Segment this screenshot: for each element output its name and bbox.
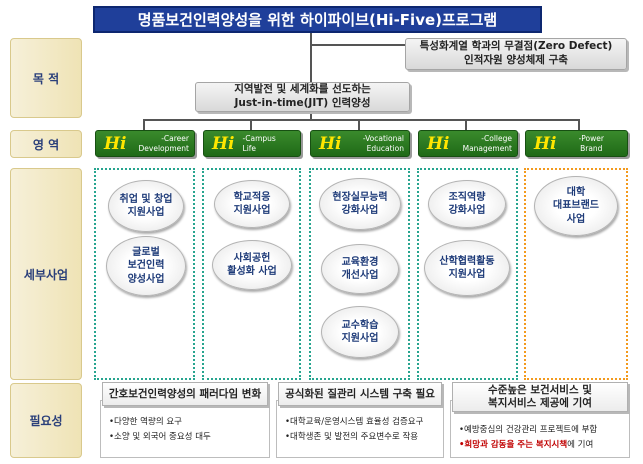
need-item-highlight: •희망과 감동을 주는 복지시책: [459, 439, 568, 450]
connector: [310, 110, 312, 120]
area-line2: Management: [462, 143, 512, 153]
project-teaching-learning: 교수학습 지원사업: [321, 306, 399, 358]
project-university-brand: 대학 대표브랜드 사업: [534, 176, 618, 236]
goal-jit: 지역발전 및 세계화를 선도하는 Just-in-time(JIT) 인력양성: [195, 82, 410, 112]
row-label-need: 필요성: [10, 383, 82, 458]
need-paradigm-head: 간호보건인력양성의 패러다임 변화: [102, 382, 268, 406]
need-service-head-line2: 복지서비스 제공에 기여: [488, 397, 592, 409]
need-item-rest: 에 기여: [567, 439, 594, 450]
need-service-head: 수준높은 보건서비스 및 복지서비스 제공에 기여: [452, 382, 628, 412]
column-vocational: [309, 168, 410, 380]
connector: [143, 119, 579, 121]
goal-zero-defect-line2: 인적자원 양성체제 구축: [464, 54, 568, 66]
project-industry-cooperation: 산학협력활동 지원사업: [424, 240, 510, 296]
need-item: •소양 및 외국어 중요성 대두: [109, 431, 211, 442]
need-quality-head: 공식화된 질관리 시스템 구축 필요: [278, 382, 442, 406]
need-item: •희망과 감동을 주는 복지시책에 기여: [459, 438, 623, 453]
goal-jit-line2: Just-in-time(JIT) 인력양성: [234, 97, 371, 109]
project-organization: 조직역량 강화사업: [428, 180, 506, 228]
project-social-contribution: 사회공헌 활성화 사업: [212, 240, 292, 290]
need-service-head-line1: 수준높은 보건서비스 및: [488, 384, 592, 397]
connector: [310, 33, 312, 45]
connector: [143, 119, 145, 130]
goal-zero-defect-line1: 특성화계열 학과의 무결점(Zero Defect): [419, 40, 613, 53]
column-campus: [202, 168, 301, 380]
hi-logo: Hi: [104, 133, 127, 154]
row-label-detail: 세부사업: [10, 168, 82, 380]
hi-logo: Hi: [319, 133, 342, 154]
connector: [310, 44, 312, 82]
goal-zero-defect: 특성화계열 학과의 무결점(Zero Defect) 인적자원 양성체제 구축: [405, 38, 627, 70]
area-line1: -Power: [578, 134, 604, 144]
page-title: 명품보건인력양성을 위한 하이파이브(Hi-Five)프로그램: [93, 6, 542, 33]
connector: [465, 119, 467, 130]
project-school-adjustment: 학교적응 지원사업: [214, 180, 290, 228]
area-line2: Education: [366, 143, 404, 153]
goal-jit-line1: 지역발전 및 세계화를 선도하는: [234, 83, 371, 96]
hi-logo: Hi: [212, 133, 235, 154]
hi-logo: Hi: [534, 133, 557, 154]
column-career: [94, 168, 195, 380]
need-paradigm-body: •다양한 역량의 요구 •소양 및 외국어 중요성 대두: [100, 400, 270, 458]
project-global-health: 글로벌 보건인력 양성사업: [106, 236, 186, 296]
row-label-area: 영 역: [10, 130, 82, 158]
area-line1: -Campus: [242, 134, 276, 144]
project-employment: 취업 및 창업 지원사업: [108, 180, 184, 232]
area-line1: -Vocational: [362, 134, 404, 144]
column-brand: [524, 168, 628, 380]
area-line2: Development: [138, 143, 190, 153]
connector: [578, 119, 580, 130]
connector: [358, 119, 360, 130]
project-field-practice: 현장실무능력 강화사업: [319, 178, 401, 230]
column-college: [417, 168, 518, 380]
project-education-environment: 교육환경 개선사업: [321, 244, 399, 294]
hi-logo: Hi: [427, 133, 450, 154]
area-line1: -College: [481, 134, 512, 144]
area-line1: -Career: [161, 134, 189, 144]
need-quality-body: •대학교육/운영시스템 효율성 검증요구 •대학생존 및 발전의 주요변수로 작…: [276, 400, 444, 458]
area-line2: Brand: [580, 143, 603, 153]
need-item: •예방중심의 건강관리 프로젝트에 부합: [459, 425, 598, 435]
connector: [310, 44, 410, 46]
need-item: •다양한 역량의 요구: [109, 417, 182, 427]
row-label-purpose: 목 적: [10, 38, 82, 118]
area-line2: Life: [242, 143, 257, 153]
connector: [250, 119, 252, 130]
need-item: •대학교육/운영시스템 효율성 검증요구: [285, 417, 424, 427]
need-item: •대학생존 및 발전의 주요변수로 작용: [285, 431, 419, 442]
